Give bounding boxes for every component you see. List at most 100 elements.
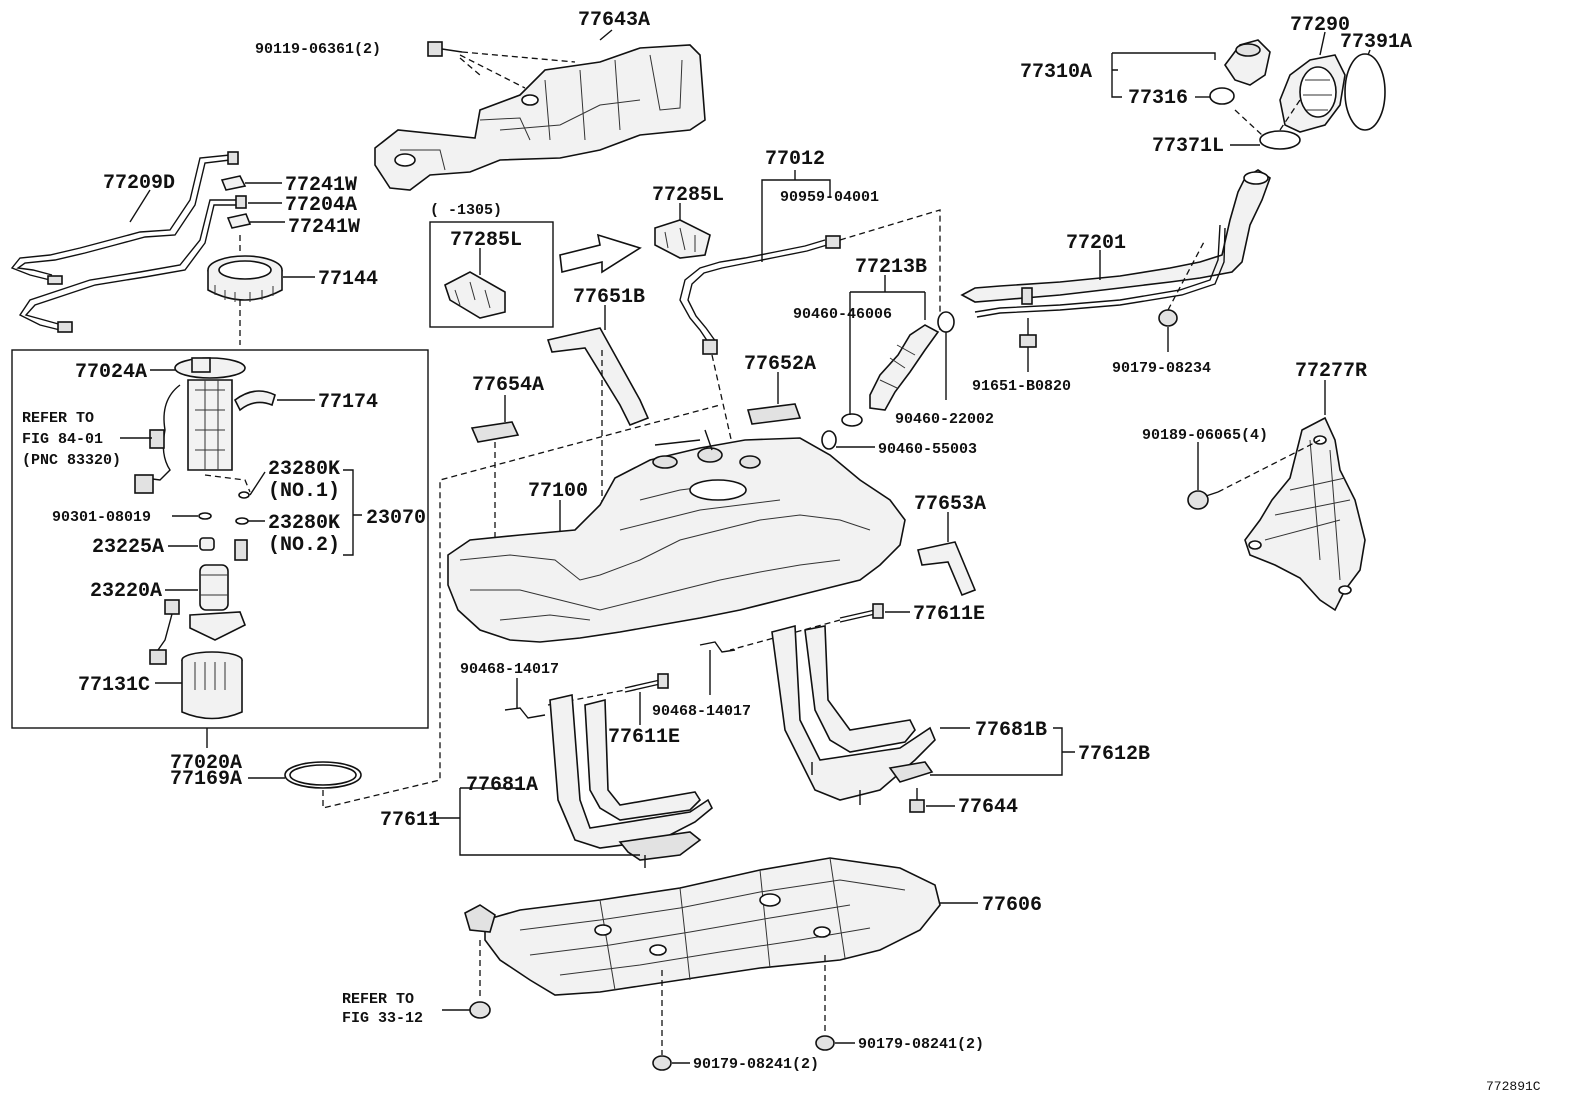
label-77391A: 77391A <box>1340 31 1412 54</box>
label-77611E-b: 77611E <box>608 726 680 749</box>
label-77174: 77174 <box>318 391 378 414</box>
label-90468-a: 90468-14017 <box>460 661 559 678</box>
nut-90179-08241-a[interactable] <box>652 1055 672 1071</box>
filler-pipe-77201[interactable] <box>960 169 1271 318</box>
label-23225A: 23225A <box>92 536 164 559</box>
label-90189: 90189-06065(4) <box>1142 427 1268 444</box>
hose-clamp-90460-55003[interactable] <box>821 430 837 450</box>
label-23280K-2-note: (NO.2) <box>268 534 340 557</box>
nut-90179-08234[interactable] <box>1158 309 1178 327</box>
hose-clamp-90460-22002[interactable] <box>937 311 955 333</box>
label-77169A: 77169A <box>170 768 242 791</box>
clamp-77285L[interactable] <box>654 219 711 259</box>
regulator-part[interactable] <box>234 539 248 561</box>
heat-shield-part[interactable] <box>374 44 706 191</box>
label-90959: 90959-04001 <box>780 189 879 206</box>
label-77131C: 77131C <box>78 674 150 697</box>
label-77024A: 77024A <box>75 361 147 384</box>
label-77277R: 77277R <box>1295 360 1367 383</box>
tank-protector-77606[interactable] <box>464 857 941 996</box>
fuel-pump-23220A[interactable] <box>149 564 247 665</box>
label-77652A: 77652A <box>744 353 816 376</box>
label-90179-08241-b: 90179-08241(2) <box>858 1036 984 1053</box>
label-90460-46006: 90460-46006 <box>793 306 892 323</box>
label-90460-22002: 90460-22002 <box>895 411 994 428</box>
filter-23225A[interactable] <box>199 537 215 551</box>
nut-90179-08241-b[interactable] <box>815 1035 835 1051</box>
label-23280K-2: 23280K <box>268 512 340 535</box>
pump-housing-77131C[interactable] <box>181 651 243 720</box>
bolt-77611E-b[interactable] <box>624 673 669 693</box>
label-77653A: 77653A <box>914 493 986 516</box>
bolt-91651[interactable] <box>1019 318 1037 348</box>
label-77144: 77144 <box>318 268 378 291</box>
label-77012: 77012 <box>765 148 825 171</box>
tank-strap-77651B[interactable] <box>546 327 650 427</box>
label-77100: 77100 <box>528 480 588 503</box>
bolt-90119-part[interactable] <box>427 41 463 57</box>
fuel-cap-77316[interactable] <box>1209 39 1271 105</box>
bolt-77611E-a[interactable] <box>839 603 884 623</box>
label-77241W-b: 77241W <box>288 216 360 239</box>
label-77213B: 77213B <box>855 256 927 279</box>
tank-strap-77612B[interactable] <box>771 624 936 805</box>
fuel-tank-77100[interactable] <box>447 429 906 643</box>
fuel-hose-77012[interactable] <box>679 179 841 355</box>
label-91651: 91651-B0820 <box>972 378 1071 395</box>
label-refer-fig84-line3: (PNC 83320) <box>22 452 121 469</box>
label-77316: 77316 <box>1128 87 1188 110</box>
filler-hose-77213B[interactable] <box>869 324 940 411</box>
pad-77653A[interactable] <box>917 541 977 597</box>
filler-bracket-77277R[interactable] <box>1244 416 1366 612</box>
label-77285L-inset: 77285L <box>450 229 522 252</box>
clip-90468-a[interactable] <box>504 707 546 719</box>
o-ring-23280K-1[interactable] <box>238 491 250 499</box>
arrow-indicator <box>559 233 642 274</box>
label-23220A: 23220A <box>90 580 162 603</box>
label-90460-55003: 90460-55003 <box>878 441 977 458</box>
label-77204A: 77204A <box>285 194 357 217</box>
fuel-pump-assembly-box <box>11 349 429 729</box>
clip-90468-b[interactable] <box>699 641 736 653</box>
clip-77241W-a[interactable] <box>220 175 247 191</box>
hose-clamp-90460-46006[interactable] <box>841 413 863 427</box>
label-77681A: 77681A <box>466 774 538 797</box>
label-77241W-a: 77241W <box>285 174 357 197</box>
gasket-77391A[interactable] <box>1344 53 1386 131</box>
label-77611E-a: 77611E <box>913 603 985 626</box>
lock-ring-77144[interactable] <box>207 255 283 302</box>
pad-77654A[interactable] <box>470 421 520 443</box>
label-23280K-1-note: (NO.1) <box>268 480 340 503</box>
label-inset-range: ( -1305) <box>430 202 502 219</box>
label-77310A: 77310A <box>1020 61 1092 84</box>
label-77643A: 77643A <box>578 9 650 32</box>
label-77020A: 77020A <box>170 752 242 775</box>
o-ring-23280K-2[interactable] <box>235 517 249 525</box>
label-refer-fig33-line1: REFER TO <box>342 991 414 1008</box>
label-77651B: 77651B <box>573 286 645 309</box>
pad-77652A[interactable] <box>746 403 802 425</box>
label-refer-fig84-line2: FIG 84-01 <box>22 431 103 448</box>
nut-refer-fig33[interactable] <box>469 1001 491 1019</box>
tank-strap-77611[interactable] <box>549 694 714 868</box>
label-77371L: 77371L <box>1152 135 1224 158</box>
fuel-pump-assembly-77024A[interactable] <box>134 357 246 494</box>
inset-box-77285L <box>429 221 554 328</box>
label-90179-08234: 90179-08234 <box>1112 360 1211 377</box>
seal-77371L[interactable] <box>1259 130 1301 150</box>
bolt-90189[interactable] <box>1187 490 1219 510</box>
label-77285L: 77285L <box>652 184 724 207</box>
gasket-90301[interactable] <box>198 512 212 520</box>
clip-77241W-b[interactable] <box>226 213 252 229</box>
clamp-77285L-inset[interactable] <box>444 271 506 319</box>
label-77612B: 77612B <box>1078 743 1150 766</box>
label-77681B: 77681B <box>975 719 1047 742</box>
label-77611: 77611 <box>380 809 440 832</box>
label-90119: 90119-06361(2) <box>255 41 381 58</box>
bolt-77644[interactable] <box>909 788 925 813</box>
gasket-77169A[interactable] <box>284 761 362 789</box>
fuel-line-tube-77209D[interactable] <box>10 151 247 333</box>
filler-housing-77290[interactable] <box>1279 54 1346 133</box>
retainer-77174[interactable] <box>233 390 276 412</box>
